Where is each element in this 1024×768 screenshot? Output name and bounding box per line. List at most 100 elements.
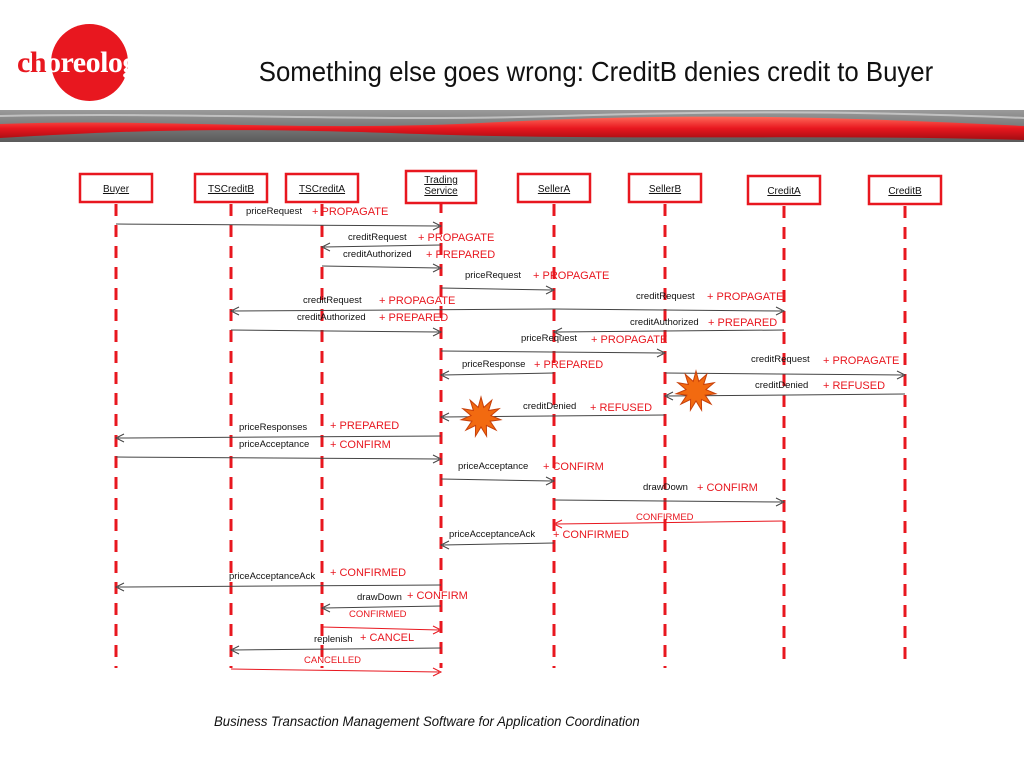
red-banner bbox=[0, 110, 1024, 142]
lifelines bbox=[114, 201, 907, 668]
message-priceRequest: priceRequest+ PROPAGATE bbox=[115, 206, 443, 231]
message-arrowhead bbox=[775, 497, 786, 507]
message-label: creditRequest bbox=[636, 291, 695, 302]
message-arrow-line bbox=[440, 287, 553, 291]
participant-label: Service bbox=[424, 186, 458, 197]
message-status: + PREPARED bbox=[379, 312, 448, 324]
credit-denied-starburst-sellerb-icon bbox=[674, 369, 718, 413]
failure-markers bbox=[459, 369, 718, 439]
message-status: CONFIRMED bbox=[636, 512, 694, 523]
message-arrow-line bbox=[553, 308, 783, 312]
message-status: + PROPAGATE bbox=[591, 334, 667, 346]
message-label: priceRequest bbox=[521, 333, 577, 344]
message-status: + PROPAGATE bbox=[312, 206, 388, 218]
message-status: CANCELLED bbox=[304, 655, 361, 666]
message-arrowhead bbox=[432, 454, 443, 464]
participant-label: CreditA bbox=[767, 186, 801, 197]
message-arrow-line bbox=[321, 265, 440, 269]
participant-credita: CreditA bbox=[746, 174, 822, 206]
logo-circle bbox=[51, 24, 128, 101]
credit-denied-starburst-trading-icon bbox=[459, 395, 503, 439]
message-arrowhead bbox=[432, 625, 443, 635]
message-status: + PROPAGATE bbox=[823, 355, 899, 367]
message-label: priceResponses bbox=[239, 422, 307, 433]
message-status: + CONFIRM bbox=[330, 439, 391, 451]
message-reply: CANCELLED bbox=[230, 655, 443, 677]
message-status: + PROPAGATE bbox=[533, 270, 609, 282]
footer-tagline: Business Transaction Management Software… bbox=[214, 713, 640, 729]
message-priceAcceptance: priceAcceptance+ CONFIRM bbox=[115, 439, 443, 464]
message-arrowhead bbox=[114, 582, 125, 592]
message-arrowhead bbox=[896, 370, 907, 380]
message-arrow-line bbox=[115, 223, 440, 227]
message-arrow-line bbox=[666, 393, 906, 397]
message-arrowhead bbox=[320, 603, 331, 613]
message-arrow-line bbox=[440, 350, 664, 354]
message-arrowhead bbox=[545, 476, 556, 486]
message-status: + REFUSED bbox=[590, 402, 652, 414]
message-status: + CONFIRMED bbox=[553, 529, 629, 541]
message-status: + CANCEL bbox=[360, 632, 414, 644]
message-arrow-line bbox=[442, 542, 555, 546]
message-status: + CONFIRMED bbox=[330, 567, 406, 579]
message-label: replenish bbox=[314, 634, 353, 645]
message-reply: CONFIRMED bbox=[321, 609, 443, 635]
message-creditRequest: creditRequest+ PROPAGATE bbox=[664, 354, 907, 380]
message-label: drawDown bbox=[643, 482, 688, 493]
message-label: creditDenied bbox=[755, 380, 808, 391]
participant-label: CreditB bbox=[888, 186, 922, 197]
participant-tscredita: TSCreditA bbox=[284, 172, 360, 204]
message-creditDenied: creditDenied+ REFUSED bbox=[663, 380, 906, 401]
message-arrowhead bbox=[229, 645, 240, 655]
message-arrowhead bbox=[439, 540, 450, 550]
message-priceResponse: priceResponse+ PREPARED bbox=[439, 359, 603, 380]
participant-label: Buyer bbox=[103, 184, 130, 195]
participant-sellera: SellerA bbox=[516, 172, 592, 204]
participant-label: TSCreditB bbox=[208, 184, 254, 195]
message-arrowhead bbox=[775, 306, 786, 316]
message-arrow-line bbox=[232, 308, 555, 312]
message-arrowhead bbox=[229, 306, 240, 316]
message-status: + PROPAGATE bbox=[707, 291, 783, 303]
message-status: + PREPARED bbox=[426, 249, 495, 261]
participant-buyer: Buyer bbox=[78, 172, 154, 204]
message-arrow-line bbox=[323, 244, 442, 248]
message-arrowhead bbox=[439, 370, 450, 380]
message-status: CONFIRMED bbox=[349, 609, 407, 620]
message-label: creditAuthorized bbox=[297, 312, 366, 323]
message-label: priceRequest bbox=[465, 270, 521, 281]
message-arrow-line bbox=[115, 456, 440, 460]
message-arrowhead bbox=[545, 285, 556, 295]
message-creditRequest: creditRequest + PROPAGATE bbox=[553, 291, 786, 316]
message-priceAcceptanceAck: priceAcceptanceAck + CONFIRMED bbox=[114, 567, 442, 592]
message-arrows: priceRequest + PROPAGATE creditRequest + PR… bbox=[114, 206, 907, 677]
participant-label: TSCreditA bbox=[299, 184, 345, 195]
message-drawDown: drawDown+ CONFIRM bbox=[320, 590, 468, 613]
participant-label: SellerB bbox=[649, 184, 682, 195]
participant-creditb: CreditB bbox=[867, 174, 943, 206]
page-title: Something else goes wrong: CreditB denie… bbox=[258, 56, 934, 87]
message-arrowhead bbox=[439, 412, 450, 422]
participant-sellerb: SellerB bbox=[627, 172, 703, 204]
message-status: + CONFIRM bbox=[543, 461, 604, 473]
message-status: + CONFIRM bbox=[407, 590, 468, 602]
message-status: + PREPARED bbox=[534, 359, 603, 371]
message-arrow-line bbox=[664, 372, 904, 376]
message-label: priceAcceptanceAck bbox=[229, 571, 315, 582]
choreology-logo: choreology bbox=[17, 22, 159, 104]
message-drawDown: drawDown+ CONFIRM bbox=[553, 482, 786, 507]
participant-label: Trading bbox=[424, 175, 458, 186]
message-arrowhead bbox=[432, 667, 443, 677]
message-arrowhead bbox=[432, 327, 443, 337]
message-arrow-line bbox=[440, 478, 553, 482]
message-status: + PROPAGATE bbox=[379, 295, 455, 307]
message-priceResponses: priceResponses+ PREPARED bbox=[114, 420, 442, 443]
message-replenish: replenish + CANCEL bbox=[229, 632, 442, 655]
message-arrow-line bbox=[117, 584, 442, 588]
message-creditAuthorized: creditAuthorized+ PREPARED bbox=[552, 317, 785, 337]
logo-wordmark: choreology bbox=[17, 46, 152, 79]
message-priceRequest: priceRequest + PROPAGATE bbox=[440, 270, 609, 295]
message-arrow-line bbox=[230, 329, 440, 333]
